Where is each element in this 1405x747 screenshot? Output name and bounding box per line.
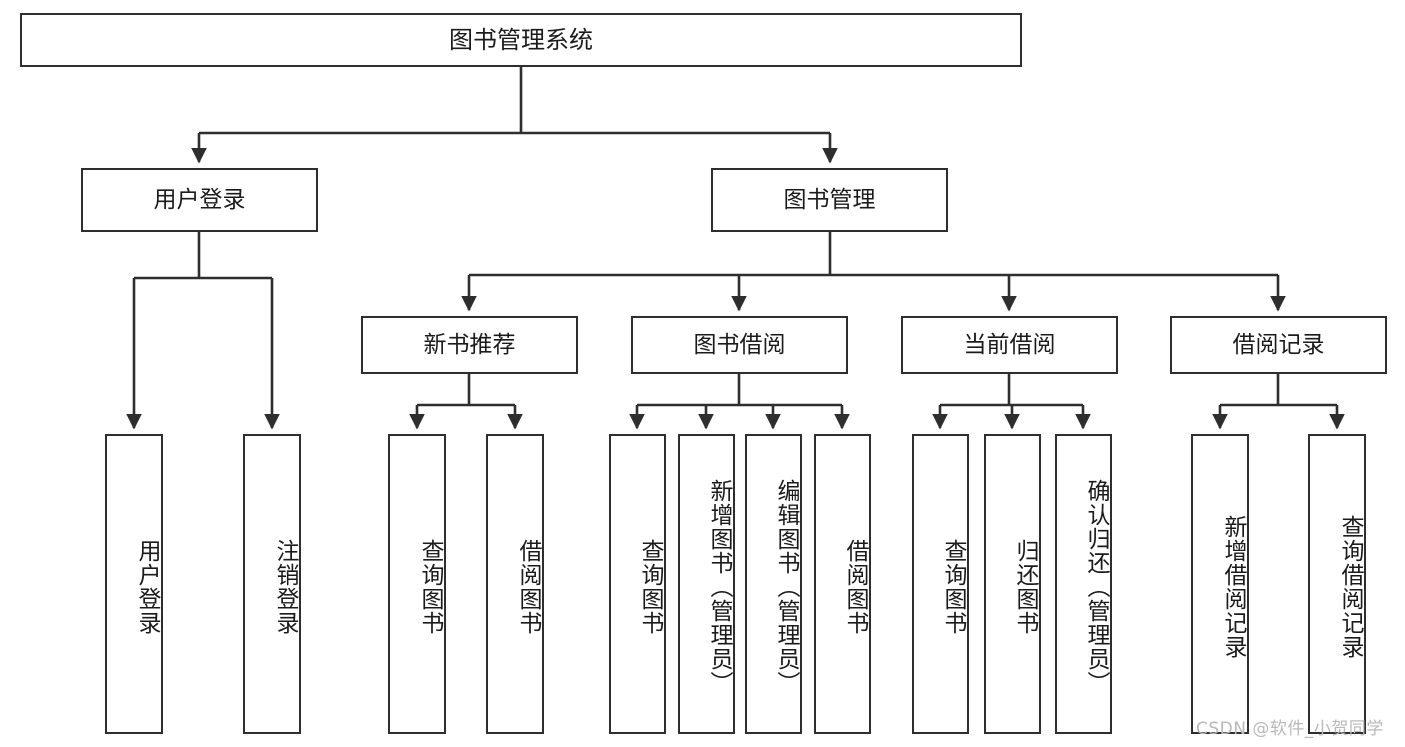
leaf-query-book-rec-label: 查询图书 (417, 539, 443, 635)
leaf-confirm-return[interactable]: 确认归还（管理员） (1055, 434, 1112, 734)
leaf-add-book[interactable]: 新增图书（管理员） (678, 434, 735, 734)
node-current-borrow-label: 当前借阅 (963, 331, 1056, 358)
leaf-query-book-cur[interactable]: 查询图书 (912, 434, 969, 734)
leaf-add-record-label: 新增借阅记录 (1220, 515, 1246, 659)
node-book-borrow-label: 图书借阅 (693, 331, 786, 358)
leaf-user-login[interactable]: 用户登录 (105, 434, 163, 734)
node-new-book-rec-label: 新书推荐 (423, 331, 516, 358)
leaf-edit-book-label: 编辑图书（管理员） (773, 479, 799, 695)
leaf-query-book-borrow[interactable]: 查询图书 (609, 434, 666, 734)
leaf-add-book-label: 新增图书（管理员） (706, 479, 732, 695)
node-borrow-record[interactable]: 借阅记录 (1170, 316, 1387, 374)
node-book-manage-label: 图书管理 (783, 186, 876, 213)
leaf-borrow-book-rec-label: 借阅图书 (515, 539, 541, 635)
node-new-book-rec[interactable]: 新书推荐 (361, 316, 578, 374)
leaf-query-book-rec[interactable]: 查询图书 (388, 434, 446, 734)
node-book-borrow[interactable]: 图书借阅 (631, 316, 848, 374)
leaf-query-book-cur-label: 查询图书 (940, 539, 966, 635)
leaf-borrow-book-label: 借阅图书 (842, 539, 868, 635)
leaf-add-record[interactable]: 新增借阅记录 (1191, 434, 1249, 734)
node-root-label: 图书管理系统 (449, 26, 593, 54)
leaf-query-record-label: 查询借阅记录 (1337, 515, 1363, 659)
node-borrow-record-label: 借阅记录 (1232, 331, 1325, 358)
leaf-query-book-borrow-label: 查询图书 (637, 539, 663, 635)
node-current-borrow[interactable]: 当前借阅 (901, 316, 1118, 374)
leaf-confirm-return-label: 确认归还（管理员） (1083, 479, 1109, 695)
csdn-watermark: CSDN @软件_小贺同学 (1196, 719, 1384, 739)
leaf-edit-book[interactable]: 编辑图书（管理员） (745, 434, 802, 734)
node-user-login-label: 用户登录 (153, 186, 246, 213)
leaf-user-logout-label: 注销登录 (272, 539, 298, 635)
leaf-borrow-book[interactable]: 借阅图书 (814, 434, 871, 734)
leaf-return-book[interactable]: 归还图书 (984, 434, 1041, 734)
leaf-query-record[interactable]: 查询借阅记录 (1308, 434, 1366, 734)
leaf-user-login-label: 用户登录 (134, 539, 160, 635)
node-user-login[interactable]: 用户登录 (81, 168, 318, 232)
leaf-user-logout[interactable]: 注销登录 (243, 434, 301, 734)
node-root[interactable]: 图书管理系统 (20, 13, 1022, 67)
leaf-return-book-label: 归还图书 (1012, 539, 1038, 635)
leaf-borrow-book-rec[interactable]: 借阅图书 (486, 434, 544, 734)
node-book-manage[interactable]: 图书管理 (711, 168, 948, 232)
